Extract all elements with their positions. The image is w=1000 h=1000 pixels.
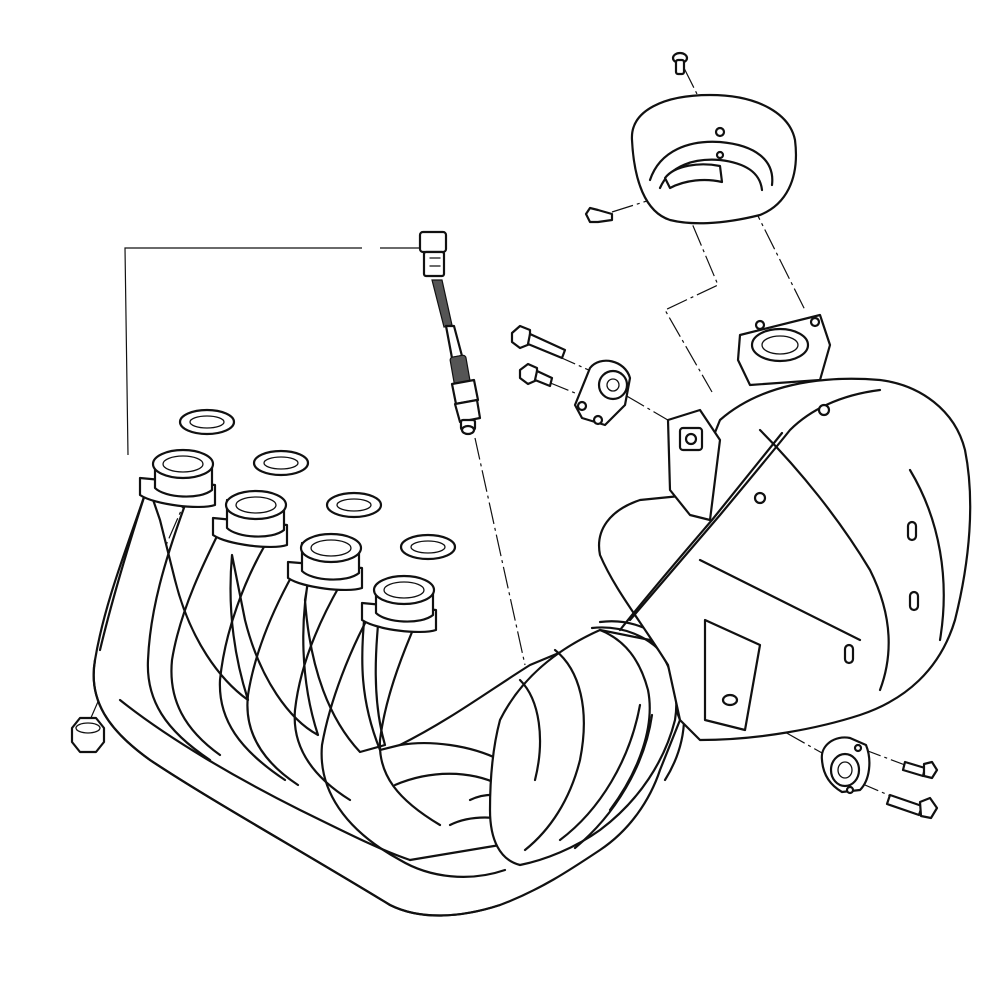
gasket-2 — [252, 449, 310, 477]
header-port-1 — [138, 448, 217, 509]
gasket-1 — [178, 408, 236, 436]
rear-bolt-long — [885, 793, 939, 820]
bracket-bolt-long — [510, 324, 567, 360]
gasket-4 — [399, 533, 457, 561]
oxygen-sensor — [418, 230, 482, 436]
header-nut — [70, 716, 106, 754]
end-cap-screw — [671, 51, 689, 76]
header-port-3 — [286, 532, 364, 592]
muffler-mounting-bracket — [573, 359, 632, 427]
rear-mounting-bracket — [820, 736, 871, 795]
bolts — [510, 324, 939, 820]
muffler-end-cap — [630, 93, 798, 225]
header-gaskets — [178, 408, 457, 561]
muffler-body — [597, 313, 972, 742]
header-ports — [138, 448, 438, 634]
header-port-4 — [360, 574, 438, 634]
catalytic-converter — [488, 620, 686, 867]
bracket-bolt-short — [518, 362, 554, 388]
rear-bolt-short — [901, 760, 939, 780]
gasket-3 — [325, 491, 383, 519]
header-port-2 — [211, 489, 289, 549]
end-cap-side-screw — [584, 206, 614, 224]
